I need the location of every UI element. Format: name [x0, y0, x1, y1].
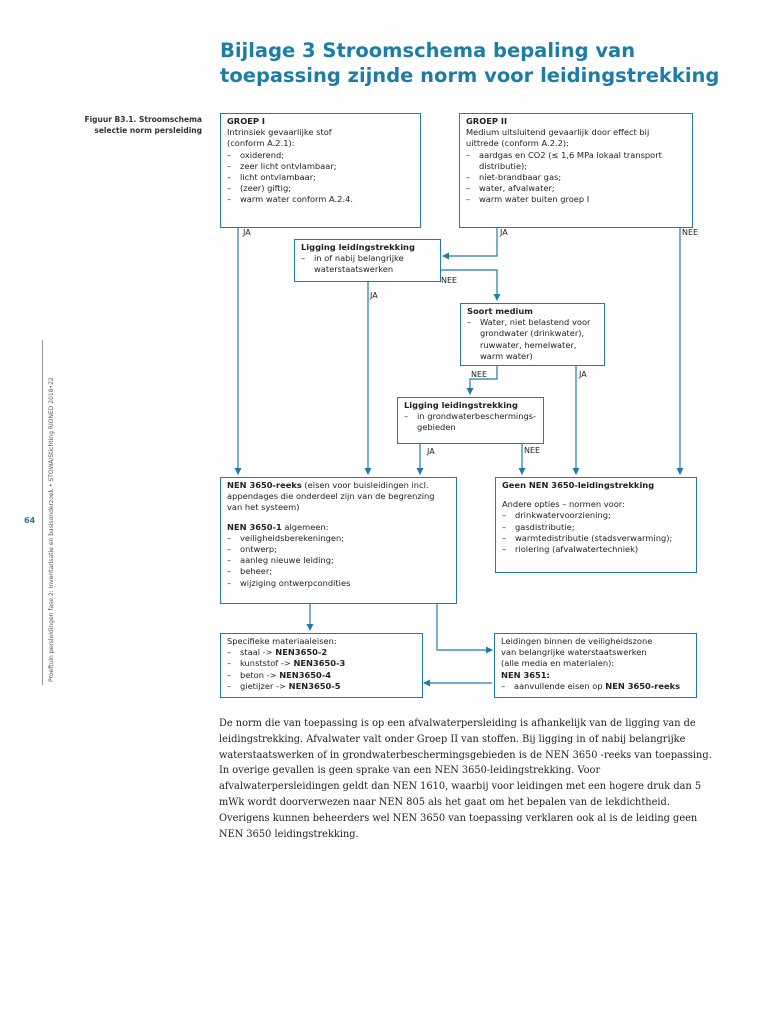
veiligheidszone-line: van belangrijke waterstaatswerken	[501, 647, 647, 658]
groep-1-item: oxiderend;	[227, 150, 414, 161]
groep-1-line-1: Intrinsiek gevaarlijke stof	[227, 127, 332, 138]
page-number: 64	[24, 516, 36, 525]
groep-1-item: zeer licht ontvlambaar;	[227, 161, 414, 172]
label-ja-soort-medium: JA	[579, 370, 587, 379]
nen-3650-item: ontwerp;	[227, 544, 450, 555]
body-paragraph: De norm die van toepassing is op een afv…	[219, 718, 712, 840]
veiligheidszone-item: aanvullende eisen op NEN 3650-reeks	[501, 681, 690, 692]
geen-nen-item: warmtedistributie (stadsverwarming);	[502, 533, 690, 544]
veiligheidszone-item-norm: NEN 3650-reeks	[605, 680, 681, 691]
arrow-nen-veiligheid	[436, 604, 493, 654]
label-nee-ligging1: NEE	[441, 276, 458, 285]
specifiek-item-norm: NEN3650-5	[288, 680, 341, 691]
nen-3650-item: wijziging ontwerpcondities	[227, 578, 450, 589]
box-nen-3650-reeks: NEN 3650-reeks (eisen voor buisleidingen…	[220, 477, 457, 604]
nen-3650-title-rest: (eisen voor buisleidingen incl. appendag…	[227, 480, 435, 513]
geen-nen-item: gasdistributie;	[502, 522, 690, 533]
label-ja-groep1: JA	[243, 228, 251, 237]
groep-1-item: warm water conform A.2.4.	[227, 194, 414, 205]
box-ligging-1: Ligging leidingstrekking in of nabij bel…	[294, 239, 441, 282]
label-ja-groep2: JA	[500, 228, 508, 237]
groep-1-title: GROEP I	[227, 116, 265, 126]
groep-2-item: niet-brandbaar gas;	[466, 172, 686, 183]
specifiek-title: Specifieke materiaaleisen:	[227, 636, 337, 646]
specifiek-item-material: kunststof ->	[240, 658, 294, 669]
specifiek-item-norm: NEN3650-4	[279, 669, 332, 680]
box-specifieke-materiaaleisen: Specifieke materiaaleisen: staal -> NEN3…	[220, 633, 423, 698]
groep-2-item: warm water buiten groep I	[466, 194, 686, 205]
nen-3650-1-rest: algemeen:	[281, 521, 329, 532]
box-ligging-2: Ligging leidingstrekking in grondwaterbe…	[397, 397, 544, 444]
caption-line-1: Figuur B3.1. Stroomschema	[84, 115, 202, 124]
page-title: Bijlage 3 Stroomschema bepaling van toep…	[220, 38, 740, 88]
label-nee-soort-medium: NEE	[471, 370, 488, 379]
title-line-1: Bijlage 3 Stroomschema bepaling van	[220, 39, 636, 62]
specifiek-item-material: staal ->	[240, 647, 276, 658]
nen-3650-item: veiligheidsberekeningen;	[227, 533, 450, 544]
specifiek-item-norm: NEN3650-3	[293, 658, 346, 669]
nen-3650-title: NEN 3650-reeks	[227, 480, 302, 490]
figure-caption: Figuur B3.1. Stroomschema selectie norm …	[72, 114, 202, 136]
groep-2-line-1: Medium uitsluitend gevaarlijk door effec…	[466, 127, 650, 138]
box-groep-2: GROEP II Medium uitsluitend gevaarlijk d…	[459, 113, 693, 228]
groep-2-line-2: uittrede (conform A.2.2):	[466, 138, 569, 149]
geen-nen-title: Geen NEN 3650-leidingstrekking	[502, 480, 655, 490]
veiligheidszone-line: (alle media en materialen):	[501, 658, 615, 669]
soort-medium-title: Soort medium	[467, 306, 533, 316]
geen-nen-item: drinkwatervoorziening;	[502, 510, 690, 521]
groep-2-item: aardgas en CO2 (≤ 1,6 MPa lokaal transpo…	[466, 150, 686, 172]
groep-2-title: GROEP II	[466, 116, 508, 126]
label-ja-ligging1: JA	[370, 291, 378, 300]
label-nee-groep2: NEE	[682, 228, 699, 237]
title-line-2: toepassing zijnde norm voor leidingstrek…	[220, 64, 720, 87]
groep-1-item: (zeer) giftig;	[227, 183, 414, 194]
ligging-1-item: in of nabij belangrijke waterstaatswerke…	[301, 253, 434, 275]
ligging-2-item: in grondwaterbeschermings-gebieden	[404, 411, 537, 433]
arrow-groep2-ja	[442, 228, 498, 260]
nen-3651-title: NEN 3651:	[501, 669, 550, 680]
geen-nen-intro: Andere opties – normen voor:	[502, 499, 625, 510]
specifiek-item: staal -> NEN3650-2	[227, 647, 416, 658]
specifiek-item: gietijzer -> NEN3650-5	[227, 681, 416, 692]
groep-2-item: water, afvalwater;	[466, 183, 686, 194]
arrow-ligging1-nee	[440, 269, 501, 301]
specifiek-item-norm: NEN3650-2	[275, 647, 328, 658]
specifiek-item-material: beton ->	[240, 669, 280, 680]
soort-medium-item: Water, niet belastend voor grondwater (d…	[467, 317, 598, 362]
box-geen-nen-3650: Geen NEN 3650-leidingstrekking Andere op…	[495, 477, 697, 573]
label-nee-ligging2: NEE	[524, 446, 541, 455]
box-groep-1: GROEP I Intrinsiek gevaarlijke stof (con…	[220, 113, 421, 228]
veiligheidszone-line: Leidingen binnen de veiligheidszone	[501, 636, 653, 646]
nen-3650-1-title: NEN 3650-1	[227, 521, 282, 532]
nen-3650-item: beheer;	[227, 566, 450, 577]
box-veiligheidszone: Leidingen binnen de veiligheidszone van …	[494, 633, 697, 698]
box-soort-medium: Soort medium Water, niet belastend voor …	[460, 303, 605, 366]
ligging-1-title: Ligging leidingstrekking	[301, 242, 415, 252]
specifiek-item: beton -> NEN3650-4	[227, 670, 416, 681]
veiligheidszone-item-text: aanvullende eisen op	[514, 680, 606, 691]
nen-3650-1-heading: NEN 3650-1 algemeen:	[227, 522, 450, 533]
side-rule	[42, 340, 43, 685]
specifiek-item: kunststof -> NEN3650-3	[227, 658, 416, 669]
nen-3650-description: NEN 3650-reeks (eisen voor buisleidingen…	[227, 480, 450, 514]
specifiek-item-material: gietijzer ->	[240, 680, 289, 691]
groep-1-item: licht ontvlambaar;	[227, 172, 414, 183]
groep-1-line-2: (conform A.2.1):	[227, 138, 295, 149]
ligging-2-title: Ligging leidingstrekking	[404, 400, 518, 410]
caption-line-2: selectie norm persleiding	[94, 126, 202, 135]
nen-3650-item: aanleg nieuwe leiding;	[227, 555, 450, 566]
arrow-soort-nee	[466, 366, 498, 395]
label-ja-ligging2: JA	[427, 447, 435, 456]
geen-nen-item: riolering (afvalwatertechniek)	[502, 544, 690, 555]
